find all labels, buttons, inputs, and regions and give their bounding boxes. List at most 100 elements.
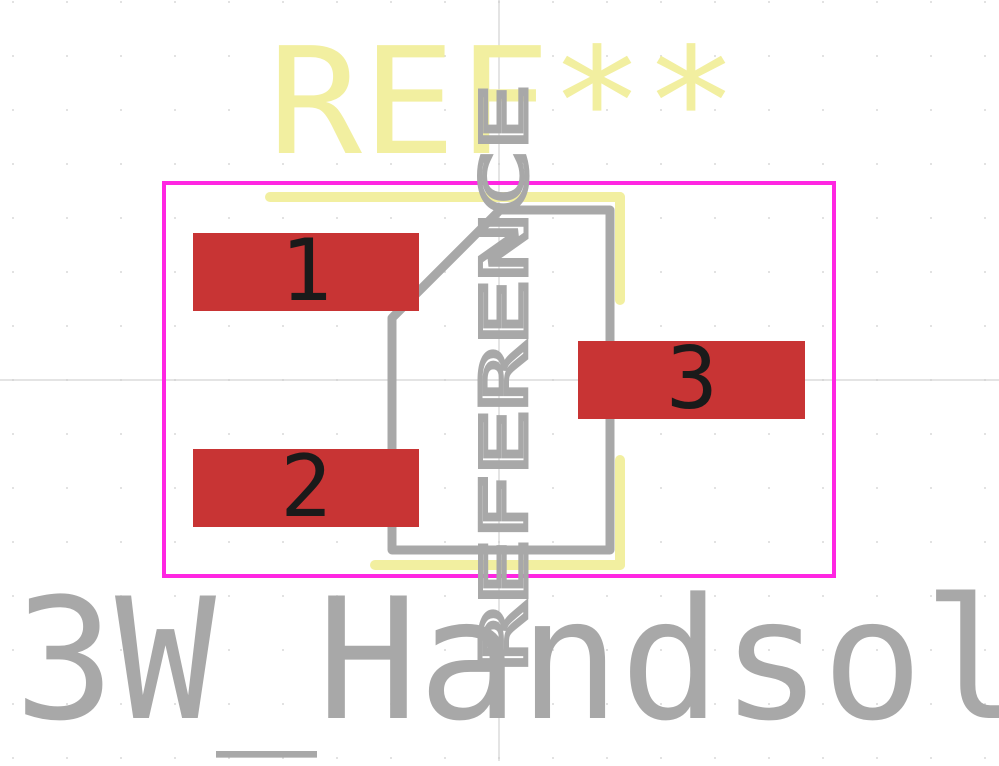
grid-dot — [282, 595, 284, 597]
grid-dot — [444, 595, 446, 597]
grid-dot — [12, 757, 14, 759]
grid-dot — [822, 487, 824, 489]
grid-dot — [120, 109, 122, 111]
grid-dot — [876, 163, 878, 165]
grid-dot — [822, 703, 824, 705]
grid-dot — [714, 649, 716, 651]
grid-dot — [444, 325, 446, 327]
grid-dot — [876, 595, 878, 597]
grid-dot — [174, 109, 176, 111]
grid-dot — [444, 163, 446, 165]
grid-dot — [876, 649, 878, 651]
grid-dot — [984, 55, 986, 57]
grid-dot — [282, 433, 284, 435]
grid-dot — [444, 487, 446, 489]
grid-dot — [552, 649, 554, 651]
grid-dot — [120, 1, 122, 3]
grid-dot — [876, 1, 878, 3]
grid-dot — [822, 649, 824, 651]
grid-dot — [930, 433, 932, 435]
pad-1[interactable]: 1 — [193, 221, 419, 321]
grid-dot — [930, 649, 932, 651]
grid-dot — [930, 271, 932, 273]
pad-2[interactable]: 2 — [193, 437, 419, 537]
grid-dot — [66, 433, 68, 435]
grid-dot — [336, 649, 338, 651]
grid-dot — [822, 1, 824, 3]
grid-dot — [444, 217, 446, 219]
grid-dot — [714, 433, 716, 435]
grid-dot — [228, 757, 230, 759]
grid-dot — [444, 703, 446, 705]
grid-dot — [390, 217, 392, 219]
grid-dot — [876, 325, 878, 327]
grid-dot — [336, 541, 338, 543]
grid-dot — [336, 1, 338, 3]
pad-3[interactable]: 3 — [578, 329, 805, 429]
grid-dot — [660, 649, 662, 651]
grid-dot — [228, 109, 230, 111]
grid-dot — [930, 1, 932, 3]
grid-dot — [552, 487, 554, 489]
grid-dot — [984, 487, 986, 489]
grid-dot — [930, 163, 932, 165]
grid-dot — [228, 703, 230, 705]
pad-1-number: 1 — [280, 221, 332, 321]
grid-dot — [714, 217, 716, 219]
grid-dot — [768, 217, 770, 219]
grid-dot — [714, 109, 716, 111]
grid-dot — [390, 757, 392, 759]
grid-dot — [984, 433, 986, 435]
grid-dot — [768, 703, 770, 705]
grid-dot — [984, 757, 986, 759]
grid-dot — [822, 541, 824, 543]
grid-dot — [12, 703, 14, 705]
grid-dot — [714, 325, 716, 327]
grid-dot — [876, 55, 878, 57]
grid-dot — [66, 649, 68, 651]
grid-dot — [336, 595, 338, 597]
grid-dot — [822, 433, 824, 435]
grid-dot — [876, 271, 878, 273]
grid-dot — [120, 595, 122, 597]
grid-dot — [552, 703, 554, 705]
courtyard-outline — [162, 181, 836, 578]
grid-dot — [822, 325, 824, 327]
grid-dot — [714, 595, 716, 597]
grid-dot — [714, 55, 716, 57]
grid-dot — [660, 325, 662, 327]
grid-dot — [552, 433, 554, 435]
grid-dot — [174, 703, 176, 705]
grid-dot — [282, 541, 284, 543]
value-text: 3W_Handsol — [14, 562, 999, 758]
grid-dot — [660, 487, 662, 489]
grid-dot — [930, 217, 932, 219]
grid-dot — [174, 271, 176, 273]
grid-dot — [606, 595, 608, 597]
grid-dot — [444, 433, 446, 435]
grid-dot — [12, 271, 14, 273]
grid-dot — [714, 757, 716, 759]
grid-dot — [660, 217, 662, 219]
grid-dot — [552, 1, 554, 3]
grid-dot — [768, 271, 770, 273]
grid-dot — [930, 541, 932, 543]
grid-dot — [66, 109, 68, 111]
grid-dot — [660, 595, 662, 597]
grid-dot — [822, 757, 824, 759]
grid-dot — [336, 325, 338, 327]
reference-designator: REF** — [268, 16, 738, 188]
grid-dot — [120, 649, 122, 651]
grid-dot — [66, 1, 68, 3]
grid-dot — [12, 325, 14, 327]
grid-dot — [120, 217, 122, 219]
grid-dot — [822, 271, 824, 273]
grid-dot — [930, 703, 932, 705]
grid-dot — [66, 271, 68, 273]
grid-dot — [12, 109, 14, 111]
grid-dot — [768, 163, 770, 165]
grid-dot — [930, 55, 932, 57]
grid-dot — [336, 109, 338, 111]
grid-dot — [660, 271, 662, 273]
grid-dot — [660, 541, 662, 543]
